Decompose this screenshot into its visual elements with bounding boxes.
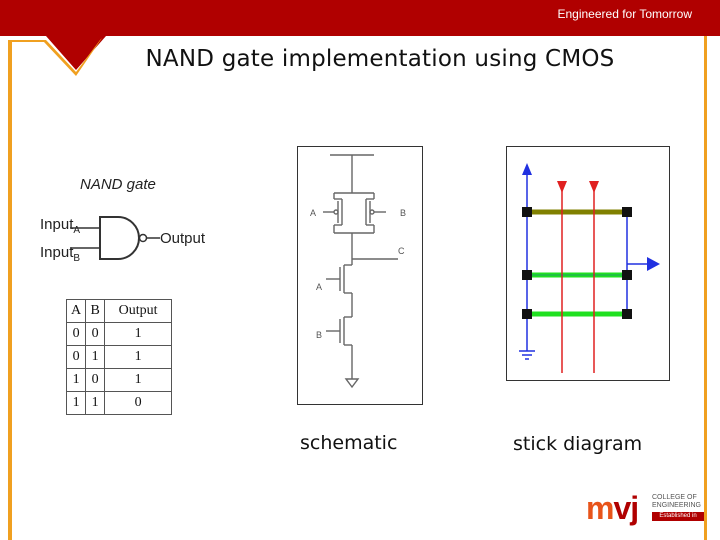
table-row: 1 1 0 — [65, 391, 173, 415]
logo-wordmark: mvj — [586, 490, 639, 526]
stick-diagram — [519, 163, 660, 373]
schematic-label-a-bottom: A — [316, 282, 322, 292]
truth-table-header: A B Output — [65, 299, 173, 323]
nand-gate-symbol — [70, 216, 160, 260]
schematic-label-c: C — [398, 246, 405, 256]
table-row: 1 0 1 — [65, 368, 173, 392]
truth-table-cell: 0 — [65, 345, 87, 369]
schematic-label-b-top: B — [400, 208, 406, 218]
schematic-label-a-top: A — [310, 208, 316, 218]
truth-table-cell: 1 — [85, 391, 106, 415]
truth-table-cell: 0 — [85, 368, 106, 392]
gate-title: NAND gate — [80, 176, 156, 193]
header-tagline: Engineered for Tomorrow — [557, 7, 692, 21]
truth-table-cell: 1 — [104, 322, 173, 346]
truth-table-cell: 1 — [65, 368, 87, 392]
header-bar — [0, 0, 720, 30]
table-row: 0 0 1 — [65, 322, 173, 346]
truth-table-cell: 1 — [104, 368, 173, 392]
truth-table: A B Output 0 0 1 0 1 1 1 0 1 1 1 0 — [65, 299, 173, 415]
slide-title: NAND gate implementation using CMOS — [145, 46, 615, 72]
table-row: 0 1 1 — [65, 345, 173, 369]
cmos-schematic-diagram: A B C A B — [310, 154, 406, 389]
gate-input-a-label: InputA — [40, 216, 81, 236]
truth-table-header-cell: B — [85, 299, 106, 323]
truth-table-cell: 0 — [85, 322, 106, 346]
schematic-panel: A B C A B — [297, 146, 423, 405]
gate-output-label: Output — [160, 230, 206, 247]
logo-established-badge: Established in 1982 — [652, 512, 704, 528]
truth-table-header-cell: A — [65, 299, 87, 323]
truth-table-header-cell: Output — [104, 299, 173, 323]
truth-table-cell: 1 — [104, 345, 173, 369]
stick-diagram-caption: stick diagram — [513, 433, 643, 455]
truth-table-cell: 0 — [65, 322, 87, 346]
schematic-caption: schematic — [300, 432, 398, 454]
stick-diagram-panel — [506, 146, 670, 381]
truth-table-cell: 1 — [85, 345, 106, 369]
truth-table-cell: 0 — [104, 391, 173, 415]
schematic-label-b-bottom: B — [316, 330, 322, 340]
truth-table-cell: 1 — [65, 391, 87, 415]
gate-input-b-label: InputB — [40, 244, 81, 264]
